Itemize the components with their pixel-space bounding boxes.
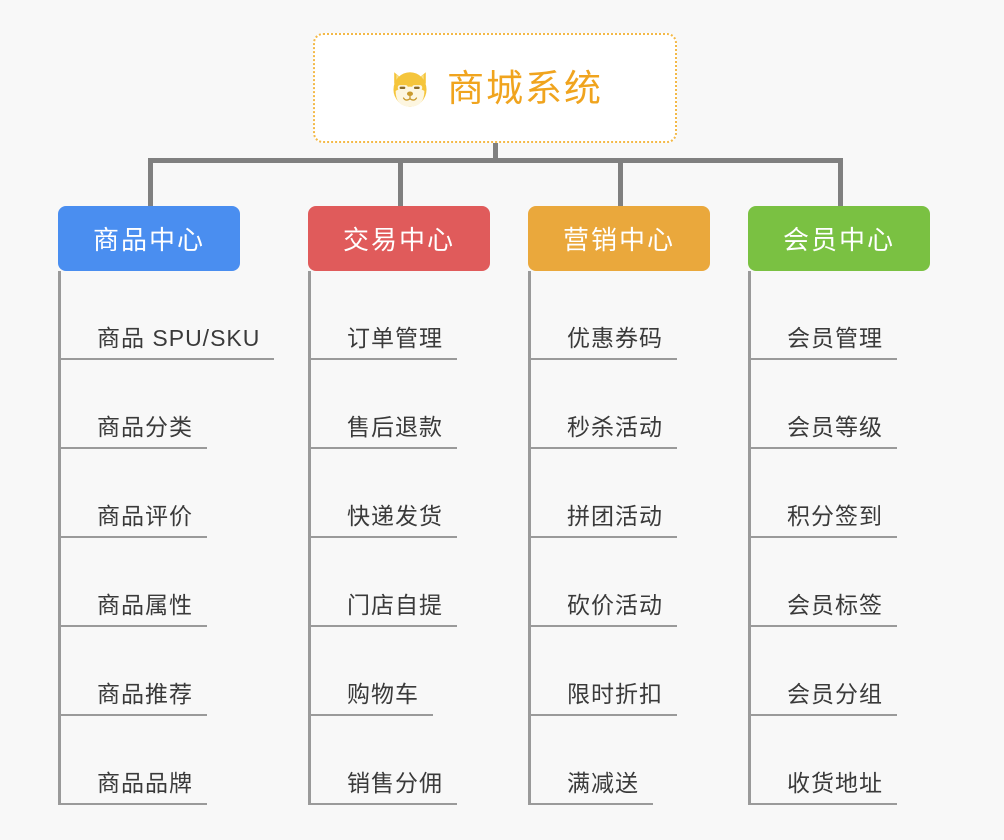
leaf-item-label: 满减送 — [531, 769, 653, 805]
leaf-item[interactable]: 拼团活动 — [531, 449, 758, 538]
leaf-item-label: 购物车 — [311, 680, 433, 716]
connector-drop-3 — [618, 158, 623, 208]
branch-column: 会员中心会员管理会员等级积分签到会员标签会员分组收货地址 — [748, 206, 978, 805]
leaf-item[interactable]: 销售分佣 — [311, 716, 538, 805]
leaf-item-label: 销售分佣 — [311, 769, 457, 805]
leaf-item-label: 商品 SPU/SKU — [61, 324, 275, 360]
leaf-item[interactable]: 商品评价 — [61, 449, 288, 538]
leaf-item-label: 快递发货 — [311, 502, 457, 538]
leaf-item-label: 订单管理 — [311, 324, 457, 360]
leaf-item-label: 售后退款 — [311, 413, 457, 449]
leaf-item-label: 商品品牌 — [61, 769, 207, 805]
branch-column: 营销中心优惠券码秒杀活动拼团活动砍价活动限时折扣满减送 — [528, 206, 758, 805]
leaf-item-label: 会员分组 — [751, 680, 897, 716]
leaf-item-label: 会员标签 — [751, 591, 897, 627]
leaf-item[interactable]: 购物车 — [311, 627, 538, 716]
leaf-item[interactable]: 商品分类 — [61, 360, 288, 449]
leaf-item-label: 门店自提 — [311, 591, 457, 627]
leaf-item[interactable]: 商品属性 — [61, 538, 288, 627]
leaf-item-label: 秒杀活动 — [531, 413, 677, 449]
leaf-item-label: 拼团活动 — [531, 502, 677, 538]
branch-column: 交易中心订单管理售后退款快递发货门店自提购物车销售分佣 — [308, 206, 538, 805]
connector-horizontal-bus — [148, 158, 840, 163]
leaf-item[interactable]: 收货地址 — [751, 716, 978, 805]
leaf-item[interactable]: 商品品牌 — [61, 716, 288, 805]
leaf-item[interactable]: 商品推荐 — [61, 627, 288, 716]
leaf-item-label: 会员等级 — [751, 413, 897, 449]
leaf-item[interactable]: 优惠券码 — [531, 271, 758, 360]
leaf-item[interactable]: 会员标签 — [751, 538, 978, 627]
root-title: 商城系统 — [447, 67, 603, 109]
connector-root-stem — [493, 143, 498, 163]
branch-column: 商品中心商品 SPU/SKU 商品分类商品评价商品属性商品推荐商品品牌 — [58, 206, 288, 805]
leaf-item[interactable]: 商品 SPU/SKU — [61, 271, 288, 360]
connector-drop-2 — [398, 158, 403, 208]
leaf-item[interactable]: 砍价活动 — [531, 538, 758, 627]
category-box[interactable]: 交易中心 — [308, 206, 490, 271]
category-box[interactable]: 营销中心 — [528, 206, 710, 271]
leaf-item[interactable]: 会员等级 — [751, 360, 978, 449]
leaf-item-label: 会员管理 — [751, 324, 897, 360]
leaf-item-label: 积分签到 — [751, 502, 897, 538]
leaf-item-label: 优惠券码 — [531, 324, 677, 360]
leaf-item-label: 砍价活动 — [531, 591, 677, 627]
leaf-item[interactable]: 售后退款 — [311, 360, 538, 449]
connector-drop-4 — [838, 158, 843, 208]
leaf-item-label: 商品属性 — [61, 591, 207, 627]
leaf-item[interactable]: 满减送 — [531, 716, 758, 805]
category-box[interactable]: 商品中心 — [58, 206, 240, 271]
leaf-item[interactable]: 限时折扣 — [531, 627, 758, 716]
leaf-item[interactable]: 积分签到 — [751, 449, 978, 538]
root-node[interactable]: 商城系统 — [313, 33, 677, 143]
leaf-item-label: 收货地址 — [751, 769, 897, 805]
leaf-item-label: 限时折扣 — [531, 680, 677, 716]
category-box[interactable]: 会员中心 — [748, 206, 930, 271]
leaf-item[interactable]: 会员分组 — [751, 627, 978, 716]
connector-drop-1 — [148, 158, 153, 208]
leaf-item-label: 商品推荐 — [61, 680, 207, 716]
leaf-item[interactable]: 门店自提 — [311, 538, 538, 627]
leaf-spine: 会员管理会员等级积分签到会员标签会员分组收货地址 — [748, 271, 978, 805]
leaf-item[interactable]: 快递发货 — [311, 449, 538, 538]
leaf-spine: 订单管理售后退款快递发货门店自提购物车销售分佣 — [308, 271, 538, 805]
leaf-item[interactable]: 秒杀活动 — [531, 360, 758, 449]
leaf-spine: 商品 SPU/SKU 商品分类商品评价商品属性商品推荐商品品牌 — [58, 271, 288, 805]
leaf-item-label: 商品评价 — [61, 502, 207, 538]
leaf-item-label: 商品分类 — [61, 413, 207, 449]
leaf-item[interactable]: 会员管理 — [751, 271, 978, 360]
leaf-spine: 优惠券码秒杀活动拼团活动砍价活动限时折扣满减送 — [528, 271, 758, 805]
shiba-inu-icon — [387, 65, 433, 111]
leaf-item[interactable]: 订单管理 — [311, 271, 538, 360]
